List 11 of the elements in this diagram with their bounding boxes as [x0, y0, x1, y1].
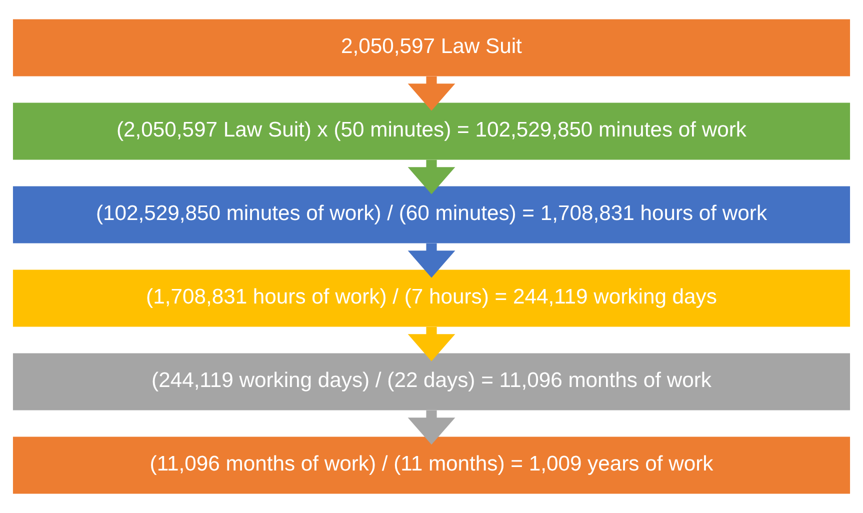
arrow — [408, 410, 456, 445]
node-box: (2,050,597 Law Suit) x (50 minutes) = 102,529,850 minutes of work — [12, 102, 850, 160]
node-box: (1,708,831 hours of work) / (7 hours) = 244,119 working days — [12, 270, 850, 327]
arrow — [408, 76, 456, 111]
node-box: (244,119 working days) / (22 days) = 11,096 months of work — [12, 353, 850, 410]
arrow — [408, 160, 456, 194]
node-box: (102,529,850 minutes of work) / (60 minutes) = 1,708,831 hours of work — [12, 186, 850, 244]
arrow — [408, 243, 456, 278]
node-box: 2,050,597 Law Suit — [12, 19, 850, 76]
node-box: (11,096 months of work) / (11 months) = 1,009 years of work — [12, 436, 850, 494]
arrow — [408, 326, 456, 362]
